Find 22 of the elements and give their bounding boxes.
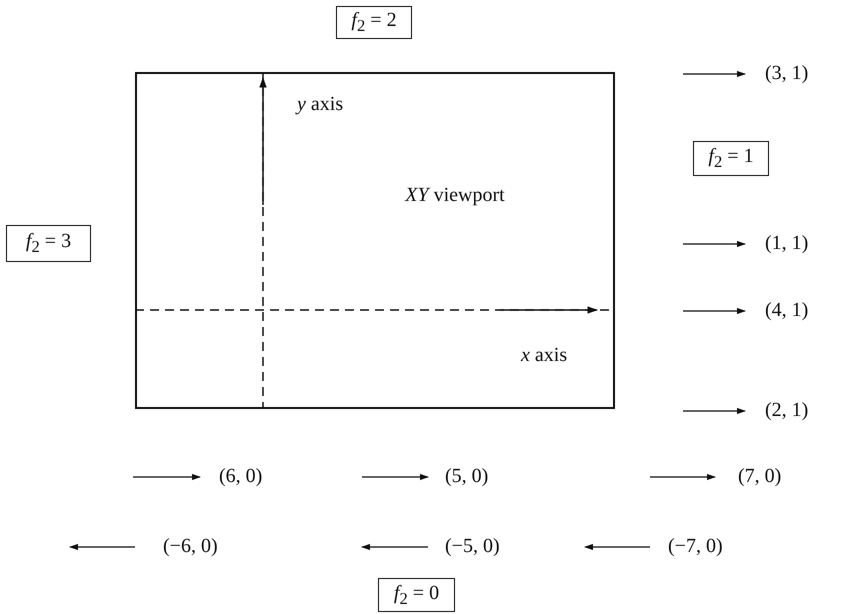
coordinate-label: (−6, 0) — [163, 536, 218, 556]
coordinate-label: (7, 0) — [738, 466, 782, 486]
formula-label: f$_{2}$ = 1 — [708, 145, 754, 172]
formula-box — [378, 578, 455, 612]
coordinate-label: (2, 1) — [765, 400, 808, 420]
viewport-label: XY viewport — [405, 184, 505, 207]
coordinate-label: (−7, 0) — [668, 536, 723, 556]
axis-label: y axis — [297, 94, 344, 114]
coordinate-label: (4, 1) — [765, 300, 808, 320]
viewport-frame — [135, 72, 615, 409]
formula-label: f$_{2}$ = 3 — [26, 230, 72, 257]
coordinate-label: (1, 1) — [765, 233, 808, 253]
coordinate-label: (5, 0) — [445, 466, 488, 486]
formula-box — [336, 6, 412, 39]
formula-box — [6, 225, 91, 262]
formula-box — [693, 141, 769, 176]
coordinate-label: (6, 0) — [219, 466, 262, 486]
formula-label: f$_{2}$ = 2 — [351, 9, 397, 36]
axis-label: x axis — [521, 345, 568, 365]
coordinate-label: (3, 1) — [765, 63, 808, 83]
formula-label: f$_{2}$ = 0 — [394, 582, 440, 608]
coordinate-label: (−5, 0) — [445, 536, 500, 556]
